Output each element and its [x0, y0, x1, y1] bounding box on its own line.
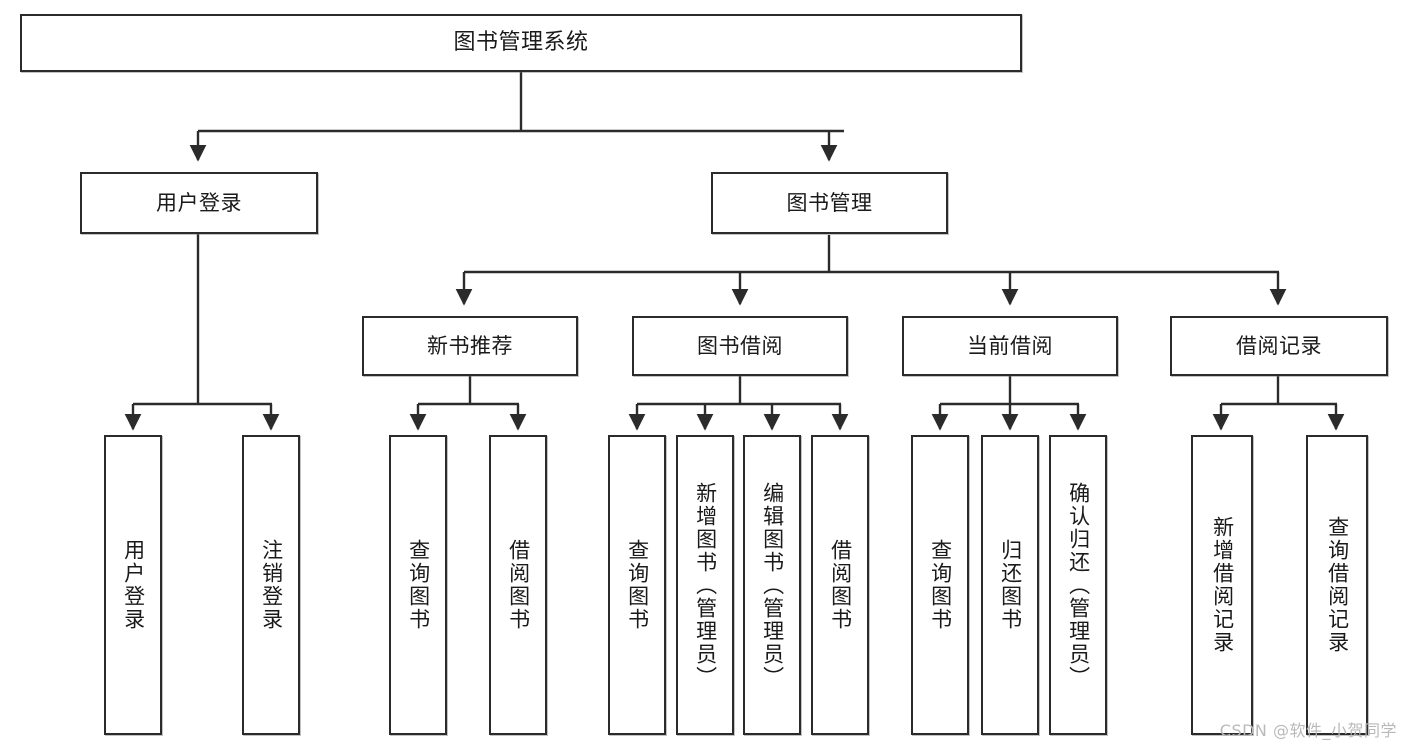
node-root[interactable]: 图书管理系统 — [20, 14, 1022, 72]
node-leaf-query-book-3[interactable]: 查询图书 — [911, 435, 969, 735]
node-leaf-query-book-2-label: 查询图书 — [625, 539, 650, 631]
node-borrow-record-label: 借阅记录 — [1236, 333, 1322, 358]
node-leaf-query-book-1-label: 查询图书 — [406, 539, 431, 631]
node-leaf-user-login[interactable]: 用户登录 — [104, 435, 162, 735]
node-book-borrow[interactable]: 图书借阅 — [632, 316, 848, 376]
node-borrow-record[interactable]: 借阅记录 — [1170, 316, 1388, 376]
node-current-borrow[interactable]: 当前借阅 — [902, 316, 1118, 376]
node-new-book-rec-label: 新书推荐 — [427, 333, 513, 358]
node-leaf-add-record-label: 新增借阅记录 — [1210, 516, 1235, 654]
node-leaf-query-record-label: 查询借阅记录 — [1325, 516, 1350, 654]
node-leaf-borrow-book-1-label: 借阅图书 — [506, 539, 531, 631]
node-leaf-query-book-2[interactable]: 查询图书 — [608, 435, 666, 735]
node-leaf-borrow-book-1[interactable]: 借阅图书 — [489, 435, 547, 735]
node-leaf-edit-book-label: 编辑图书（管理员） — [760, 481, 785, 689]
node-root-label: 图书管理系统 — [453, 30, 589, 56]
node-new-book-rec[interactable]: 新书推荐 — [362, 316, 578, 376]
node-leaf-borrow-book-2-label: 借阅图书 — [828, 539, 853, 631]
node-leaf-logout-label: 注销登录 — [259, 539, 284, 631]
csdn-watermark: CSDN @软件_小贺同学 — [1219, 721, 1397, 740]
node-leaf-add-book[interactable]: 新增图书（管理员） — [676, 435, 734, 735]
node-leaf-edit-book[interactable]: 编辑图书（管理员） — [743, 435, 801, 735]
node-book-manage[interactable]: 图书管理 — [711, 172, 948, 234]
node-leaf-return-book[interactable]: 归还图书 — [981, 435, 1039, 735]
node-book-borrow-label: 图书借阅 — [697, 333, 783, 358]
node-user-login-label: 用户登录 — [156, 190, 242, 215]
node-user-login[interactable]: 用户登录 — [80, 172, 318, 234]
node-leaf-borrow-book-2[interactable]: 借阅图书 — [811, 435, 869, 735]
node-leaf-query-book-1[interactable]: 查询图书 — [389, 435, 447, 735]
node-leaf-add-record[interactable]: 新增借阅记录 — [1191, 435, 1253, 735]
node-leaf-confirm-return[interactable]: 确认归还（管理员） — [1049, 435, 1107, 735]
node-leaf-query-book-3-label: 查询图书 — [928, 539, 953, 631]
node-leaf-confirm-return-label: 确认归还（管理员） — [1066, 481, 1091, 689]
node-leaf-user-login-label: 用户登录 — [121, 539, 146, 631]
node-current-borrow-label: 当前借阅 — [967, 333, 1053, 358]
node-leaf-add-book-label: 新增图书（管理员） — [693, 481, 718, 689]
node-leaf-query-record[interactable]: 查询借阅记录 — [1306, 435, 1368, 735]
node-book-manage-label: 图书管理 — [786, 190, 873, 215]
node-leaf-logout[interactable]: 注销登录 — [242, 435, 300, 735]
node-leaf-return-book-label: 归还图书 — [998, 539, 1023, 631]
